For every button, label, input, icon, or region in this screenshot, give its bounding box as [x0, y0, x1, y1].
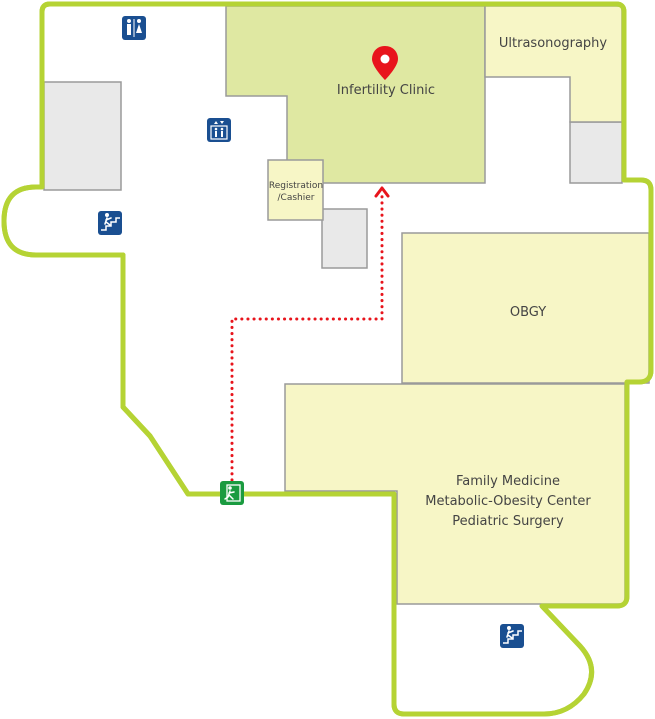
room-label-metabolic-obesity: Metabolic-Obesity Center — [425, 494, 591, 509]
exit-icon[interactable] — [220, 481, 244, 505]
elevator-icon — [207, 118, 231, 142]
stairs-icon — [500, 624, 524, 648]
room-obgy[interactable] — [401, 232, 650, 384]
room-label-registration: Registration — [269, 181, 323, 191]
room-label-infertility-clinic: Infertility Clinic — [337, 83, 435, 98]
stairs-icon — [98, 211, 122, 235]
room-label-obgy: OBGY — [510, 305, 546, 320]
route-arrowhead — [374, 186, 390, 198]
room-label-cashier: /Cashier — [278, 193, 315, 203]
storage-room-west — [43, 81, 122, 191]
route-path — [230, 194, 384, 482]
room-registration-cashier[interactable] — [267, 159, 324, 221]
room-label-family-medicine: Family Medicine — [456, 474, 560, 489]
storage-room-center — [321, 208, 368, 269]
storage-room-east — [569, 121, 623, 184]
restroom-icon — [122, 16, 146, 40]
room-label-ultrasonography: Ultrasonography — [499, 36, 608, 51]
location-pin-icon — [372, 46, 398, 80]
room-label-pediatric-surgery: Pediatric Surgery — [452, 514, 564, 529]
